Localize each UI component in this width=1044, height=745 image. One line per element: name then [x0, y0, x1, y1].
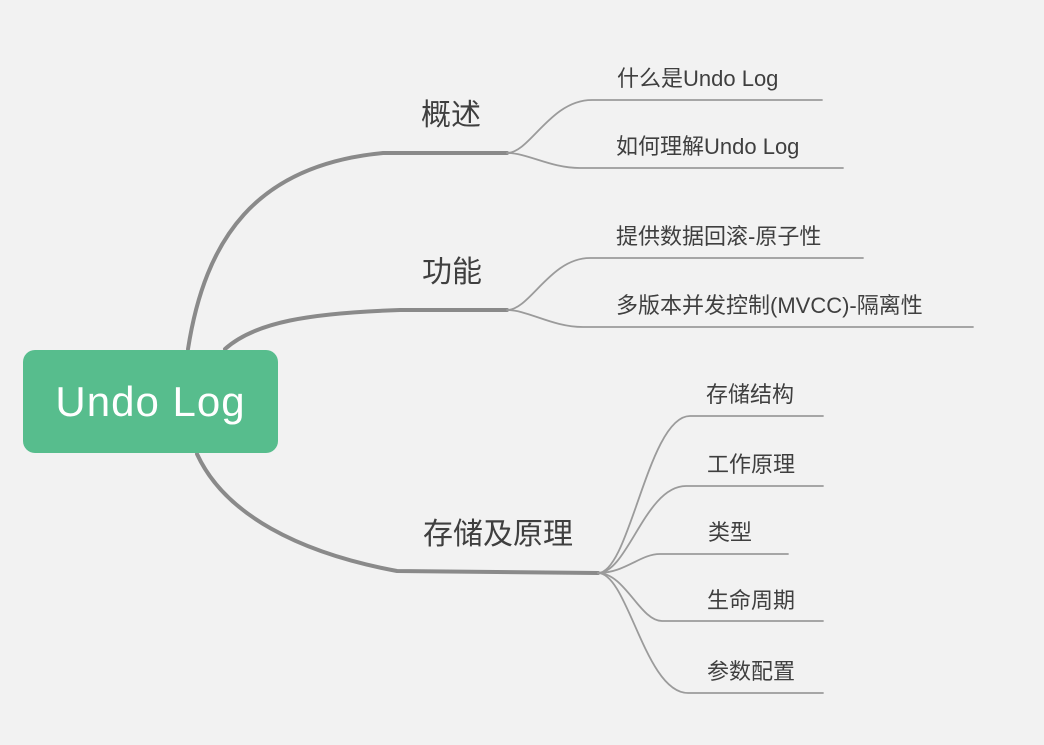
- connector-function-to-child1: [506, 257, 864, 311]
- branch-label-function[interactable]: 功能: [422, 256, 482, 289]
- child-label-what-is-undo-log[interactable]: 什么是Undo Log: [617, 66, 779, 91]
- connector-storage-to-child4: [597, 572, 824, 622]
- branch-label-storage[interactable]: 存储及原理: [423, 518, 573, 551]
- root-node[interactable]: Undo Log: [23, 350, 278, 453]
- connector-storage-to-child3: [597, 553, 789, 574]
- connector-root-to-function: [223, 308, 509, 351]
- child-label-rollback-atomicity[interactable]: 提供数据回滚-原子性: [616, 224, 822, 249]
- branch-label-overview[interactable]: 概述: [421, 99, 481, 132]
- child-label-storage-structure[interactable]: 存储结构: [706, 382, 795, 407]
- connector-root-to-overview: [186, 151, 509, 351]
- connector-overview-to-child2: [506, 152, 844, 169]
- child-label-how-to-understand-undo-log[interactable]: 如何理解Undo Log: [616, 134, 800, 159]
- connector-storage-to-child1: [597, 415, 824, 574]
- connector-storage-to-child5: [597, 572, 824, 694]
- connector-root-to-storage: [195, 452, 600, 575]
- child-label-mvcc-isolation[interactable]: 多版本并发控制(MVCC)-隔离性: [616, 293, 923, 318]
- connector-overview-to-child1: [506, 99, 823, 154]
- child-label-types[interactable]: 类型: [708, 520, 753, 545]
- connector-function-to-child2: [506, 309, 974, 328]
- child-label-lifecycle[interactable]: 生命周期: [707, 588, 796, 613]
- child-label-parameter-config[interactable]: 参数配置: [707, 659, 796, 684]
- child-label-working-principle[interactable]: 工作原理: [707, 452, 796, 477]
- root-node-label: Undo Log: [55, 377, 246, 425]
- connector-storage-to-child2: [597, 485, 824, 574]
